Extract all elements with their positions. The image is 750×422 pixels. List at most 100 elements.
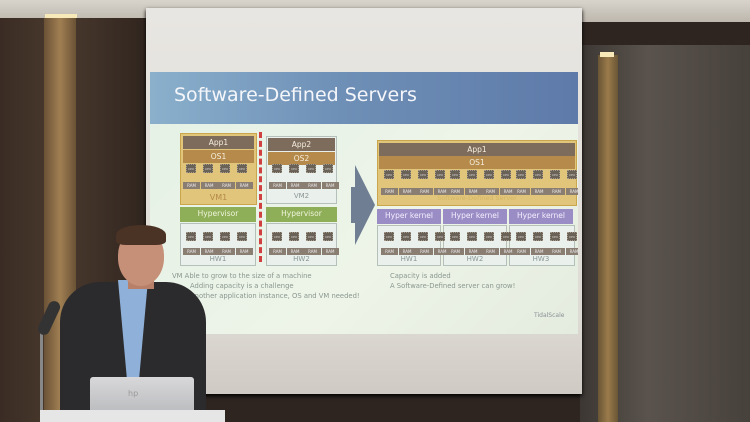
ram-module-icon: RAM <box>218 248 235 255</box>
cpu-chip-icon: CPU <box>323 232 333 241</box>
cpu-chip-icon: CPU <box>384 232 394 241</box>
cpu-chip-icon: CPU <box>501 170 511 179</box>
divider-dashed <box>259 132 262 262</box>
slide-title: Software-Defined Servers <box>174 84 417 106</box>
cpu-chip-icon: CPU <box>516 170 526 179</box>
ram-module-icon: RAM <box>464 188 482 195</box>
hw3-label: HW3 <box>532 255 550 263</box>
cpu-chip-icon: CPU <box>550 170 560 179</box>
hyper-kernel-2: Hyper kernel <box>443 209 507 224</box>
cpu-chip-icon: CPU <box>401 170 411 179</box>
ram-module-icon: RAM <box>398 248 416 255</box>
bullet-right: Capacity is added <box>390 272 451 280</box>
os2-layer: OS2 <box>268 152 335 165</box>
ram-module-icon: RAM <box>447 188 464 195</box>
hyper-kernel-3: Hyper kernel <box>509 209 573 224</box>
ram-module-icon: RAM <box>200 248 218 255</box>
ram-module-icon: RAM <box>381 188 398 195</box>
vm2-label: VM2 <box>293 192 310 200</box>
cpu-chip-icon: CPU <box>567 232 577 241</box>
vm1-label: VM1 <box>209 193 228 202</box>
bullet-left: VM Able to grow to the size of a machine <box>172 272 312 280</box>
presenter-hair <box>116 225 166 245</box>
hw-box <box>509 225 575 266</box>
ram-module-icon: RAM <box>183 182 200 189</box>
ram-module-icon: RAM <box>433 248 451 255</box>
cpu-chip-icon: CPU <box>435 232 445 241</box>
cpu-chip-icon: CPU <box>435 170 445 179</box>
ram-module-icon: RAM <box>398 188 416 195</box>
ram-module-icon: RAM <box>499 188 517 195</box>
ram-module-icon: RAM <box>286 248 304 255</box>
ram-module-icon: RAM <box>183 248 200 255</box>
cpu-chip-icon: CPU <box>467 170 477 179</box>
ram-module-icon: RAM <box>464 248 482 255</box>
ram-module-icon: RAM <box>416 248 433 255</box>
cpu-chip-icon: CPU <box>220 232 230 241</box>
ram-module-icon: RAM <box>513 188 530 195</box>
cpu-chip-icon: CPU <box>272 164 282 173</box>
app2-layer: App2 <box>268 138 335 151</box>
hw-box <box>443 225 507 266</box>
hw2-label: HW2 <box>293 255 310 263</box>
ram-module-icon: RAM <box>321 248 339 255</box>
cpu-chip-icon: CPU <box>501 232 511 241</box>
ram-module-icon: RAM <box>304 182 321 189</box>
hw2-label: HW2 <box>466 255 484 263</box>
ram-module-icon: RAM <box>499 248 517 255</box>
sds-label: Software-Defined Server <box>437 194 517 202</box>
cpu-chip-icon: CPU <box>450 232 460 241</box>
cpu-chip-icon: CPU <box>237 164 247 173</box>
cpu-chip-icon: CPU <box>567 170 577 179</box>
ram-module-icon: RAM <box>269 248 286 255</box>
cpu-chip-icon: CPU <box>237 232 247 241</box>
cpu-chip-icon: CPU <box>289 232 299 241</box>
hw1-label: HW1 <box>209 255 227 263</box>
cpu-chip-icon: CPU <box>467 232 477 241</box>
ram-module-icon: RAM <box>286 182 304 189</box>
laptop-logo: hp <box>128 389 139 398</box>
ram-module-icon: RAM <box>235 182 253 189</box>
os1-layer: OS1 <box>183 150 254 163</box>
ram-module-icon: RAM <box>482 188 499 195</box>
ram-module-icon: RAM <box>235 248 253 255</box>
ram-module-icon: RAM <box>482 248 499 255</box>
ram-module-icon: RAM <box>530 188 548 195</box>
ram-module-icon: RAM <box>218 182 235 189</box>
laptop: hp <box>90 377 194 415</box>
bullet-left: Another application instance, OS and VM … <box>190 292 360 300</box>
cpu-chip-icon: CPU <box>186 232 196 241</box>
slide: Software-Defined Servers App1 OS1 VM1 Hy… <box>150 72 578 334</box>
ram-module-icon: RAM <box>381 248 398 255</box>
ram-module-icon: RAM <box>565 248 578 255</box>
cpu-chip-icon: CPU <box>203 164 213 173</box>
podium <box>40 410 225 422</box>
cpu-chip-icon: CPU <box>450 170 460 179</box>
cpu-chip-icon: CPU <box>533 232 543 241</box>
ram-module-icon: RAM <box>321 182 339 189</box>
ram-module-icon: RAM <box>269 182 286 189</box>
cpu-chip-icon: CPU <box>186 164 196 173</box>
wood-pillar-right <box>598 55 618 422</box>
slide-title-bar <box>150 72 578 124</box>
cpu-chip-icon: CPU <box>306 164 316 173</box>
cpu-chip-icon: CPU <box>306 232 316 241</box>
ram-module-icon: RAM <box>304 248 321 255</box>
ram-module-icon: RAM <box>548 188 565 195</box>
cpu-chip-icon: CPU <box>533 170 543 179</box>
ram-module-icon: RAM <box>548 248 565 255</box>
hyper-kernel-1: Hyper kernel <box>377 209 441 224</box>
hypervisor-layer: Hypervisor <box>266 207 337 222</box>
cpu-chip-icon: CPU <box>418 232 428 241</box>
cpu-chip-icon: CPU <box>384 170 394 179</box>
cpu-chip-icon: CPU <box>418 170 428 179</box>
mic-stand <box>40 330 43 422</box>
cpu-chip-icon: CPU <box>516 232 526 241</box>
cpu-chip-icon: CPU <box>484 170 494 179</box>
ram-module-icon: RAM <box>513 248 530 255</box>
ram-module-icon: RAM <box>565 188 578 195</box>
cpu-chip-icon: CPU <box>220 164 230 173</box>
sds-os-layer: OS1 <box>379 156 575 169</box>
ceiling-light <box>600 52 614 57</box>
app1-layer: App1 <box>183 136 254 149</box>
